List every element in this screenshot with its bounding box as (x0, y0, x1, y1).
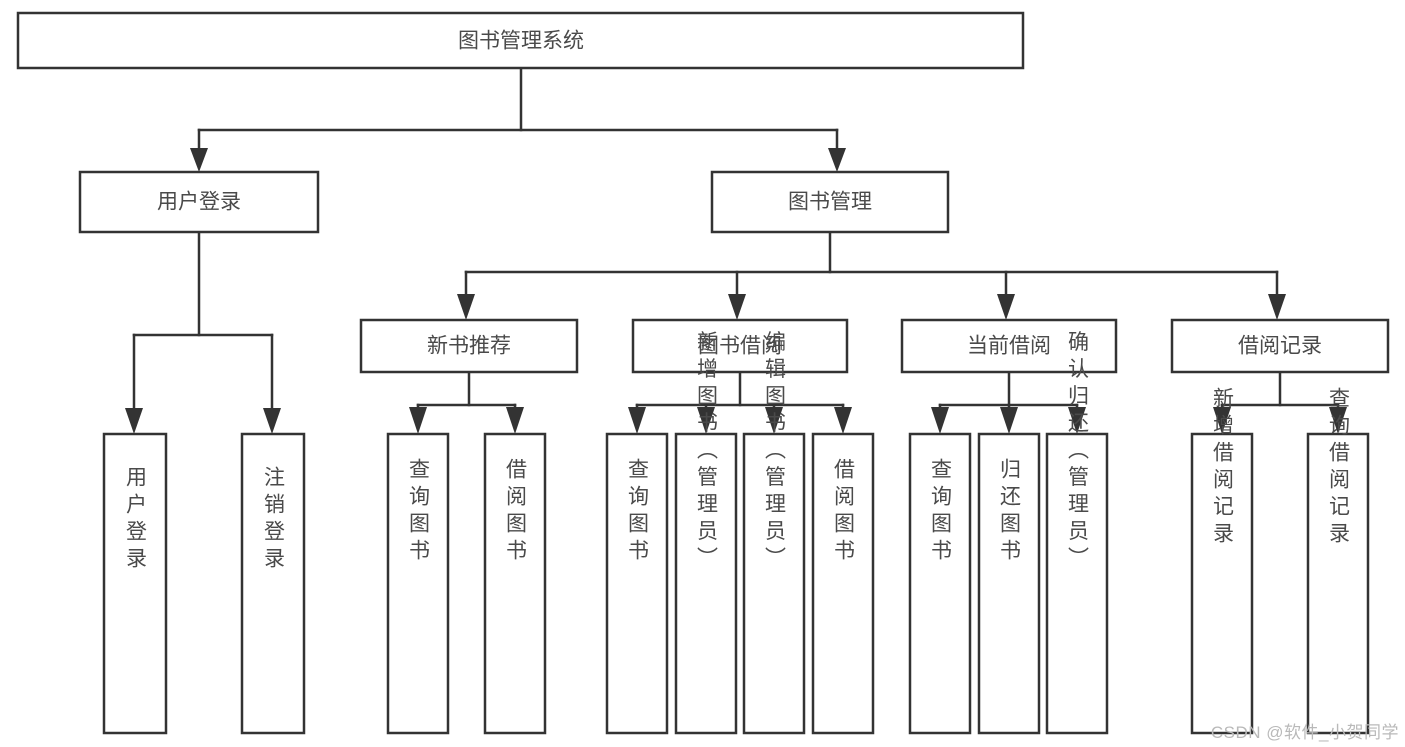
user-login-box[interactable] (78, 170, 320, 234)
leaf-label: 借阅图书 (504, 458, 528, 566)
leaf-borrow-borrow-book[interactable]: 借阅图书 (811, 432, 875, 735)
leaf-box[interactable] (240, 432, 306, 735)
node-book-borrow[interactable]: 图书借阅 (631, 318, 849, 374)
arrow-leaf-current-2 (1000, 407, 1018, 434)
leaf-box[interactable] (605, 432, 669, 735)
arrow-leaf-recommend-1 (409, 407, 427, 434)
leaf-label: 查询图书 (929, 458, 953, 566)
node-user-login[interactable]: 用户登录 (78, 170, 320, 234)
node-root-book-management-system[interactable]: 图书管理系统 (16, 11, 1025, 70)
new-book-recommend-box[interactable] (359, 318, 579, 374)
arrow-to-book-mgmt (828, 148, 846, 172)
node-book-management[interactable]: 图书管理 (710, 170, 950, 234)
arrow-leaf-current-1 (931, 407, 949, 434)
borrow-record-label: 借阅记录 (1238, 335, 1322, 358)
leaf-label: 查询图书 (407, 458, 431, 566)
leaf-box[interactable] (1045, 432, 1109, 735)
root-label: 图书管理系统 (458, 30, 584, 53)
leaf-borrow-query-book[interactable]: 查询图书 (605, 432, 669, 735)
node-borrow-record[interactable]: 借阅记录 (1170, 318, 1390, 374)
leaf-box[interactable] (674, 432, 738, 735)
leaf-user-login-logout[interactable]: 注销登录 (240, 432, 306, 735)
leaf-label: 新增图书（管理员） (695, 331, 719, 574)
user-login-label: 用户登录 (157, 191, 241, 214)
node-current-borrow[interactable]: 当前借阅 (900, 318, 1118, 374)
leaf-box[interactable] (102, 432, 168, 735)
book-management-label: 图书管理 (788, 191, 872, 214)
leaf-label: 借阅图书 (832, 458, 856, 566)
arrow-to-borrow-record (1268, 294, 1286, 320)
leaf-record-query-record[interactable]: 查询借阅记录 (1306, 387, 1370, 735)
leaf-box[interactable] (977, 432, 1041, 735)
arrow-leaf-borrow-1 (628, 407, 646, 434)
leaf-user-login-login[interactable]: 用户登录 (102, 432, 168, 735)
arrow-leaf-record-1 (1213, 407, 1231, 434)
connector-layer (125, 66, 1347, 434)
arrow-leaf-recommend-2 (506, 407, 524, 434)
leaf-box[interactable] (1190, 432, 1254, 735)
leaf-borrow-add-book-admin[interactable]: 新增图书（管理员） (674, 331, 738, 735)
leaf-label: 归还图书 (998, 458, 1022, 566)
leaf-label: 新增借阅记录 (1211, 387, 1235, 549)
root-box[interactable] (16, 11, 1025, 70)
current-borrow-label: 当前借阅 (967, 335, 1051, 358)
new-book-recommend-label: 新书推荐 (427, 335, 511, 358)
book-borrow-box[interactable] (631, 318, 849, 374)
leaf-current-return-book[interactable]: 归还图书 (977, 432, 1041, 735)
leaf-box[interactable] (1306, 432, 1370, 735)
arrow-to-book-borrow (728, 294, 746, 320)
leaf-borrow-edit-book-admin[interactable]: 编辑图书（管理员） (742, 331, 806, 735)
leaf-box[interactable] (811, 432, 875, 735)
borrow-record-box[interactable] (1170, 318, 1390, 374)
leaf-record-add-record[interactable]: 新增借阅记录 (1190, 387, 1254, 735)
leaf-label: 用户登录 (124, 466, 148, 574)
arrow-leaf-current-3 (1068, 407, 1086, 434)
leaf-label: 确认归还（管理员） (1066, 331, 1090, 574)
arrow-leaf-record-2 (1329, 407, 1347, 434)
book-management-box[interactable] (710, 170, 950, 234)
leaf-label: 注销登录 (262, 466, 286, 574)
arrow-to-current-borrow (997, 294, 1015, 320)
leaf-box[interactable] (483, 432, 547, 735)
leaf-label: 查询借阅记录 (1327, 387, 1351, 549)
leaf-recommend-borrow-book[interactable]: 借阅图书 (483, 432, 547, 735)
arrow-leaf-borrow-4 (834, 407, 852, 434)
leaf-box[interactable] (742, 432, 806, 735)
book-borrow-label: 图书借阅 (698, 335, 782, 358)
current-borrow-box[interactable] (900, 318, 1118, 374)
arrow-to-new-book-recommend (457, 294, 475, 320)
leaf-recommend-query-book[interactable]: 查询图书 (386, 432, 450, 735)
leaf-current-confirm-return-admin[interactable]: 确认归还（管理员） (1045, 331, 1109, 735)
arrow-leaf-user-login-1 (125, 408, 143, 434)
arrow-to-user-login (190, 148, 208, 172)
arrow-leaf-borrow-3 (765, 407, 783, 434)
leaf-label: 编辑图书（管理员） (763, 331, 787, 574)
leaf-current-query-book[interactable]: 查询图书 (908, 432, 972, 735)
leaf-box[interactable] (386, 432, 450, 735)
node-new-book-recommend[interactable]: 新书推荐 (359, 318, 579, 374)
arrow-leaf-borrow-2 (697, 407, 715, 434)
leaf-label: 查询图书 (626, 458, 650, 566)
leaf-box[interactable] (908, 432, 972, 735)
arrow-leaf-user-login-2 (263, 408, 281, 434)
